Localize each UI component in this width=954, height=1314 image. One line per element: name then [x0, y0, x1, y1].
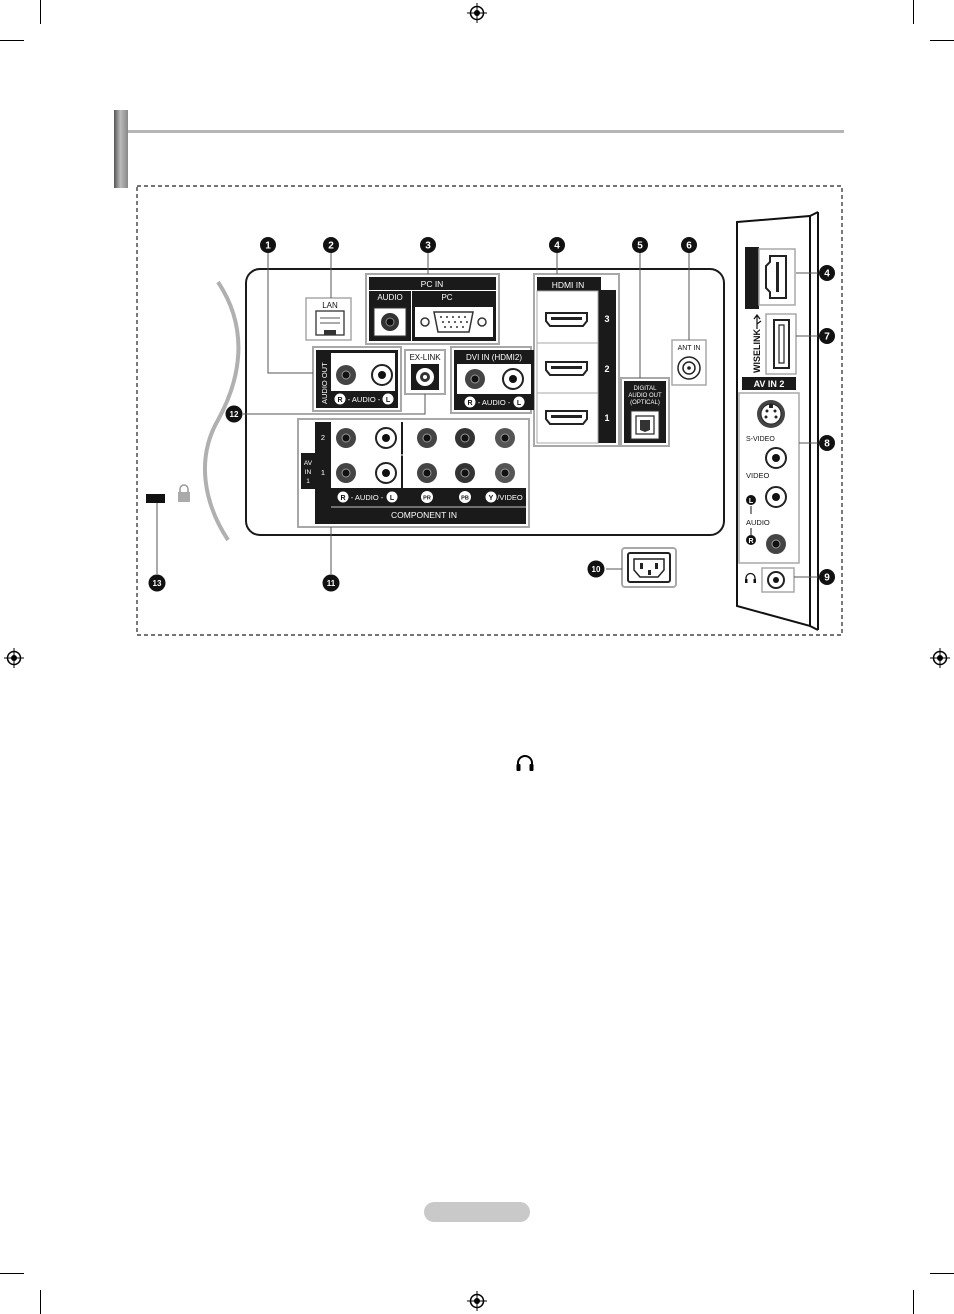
side-video-label: VIDEO — [746, 471, 770, 480]
svg-text:5: 5 — [637, 241, 643, 252]
optical-label-line2: AUDIO OUT — [628, 393, 662, 399]
audio-out-label: AUDIO OUT — [320, 362, 329, 404]
component-in-label: COMPONENT IN — [391, 510, 457, 520]
headphone-icon — [515, 754, 535, 772]
svg-text:9: 9 — [824, 573, 830, 584]
pc-label: PC — [441, 293, 452, 302]
av-audio-label: - AUDIO - — [351, 493, 384, 502]
svg-text:11: 11 — [327, 579, 336, 588]
callout-9: 9 — [819, 569, 835, 585]
pc-header — [412, 291, 496, 303]
pb-badge: PB — [461, 496, 469, 502]
svg-text:12: 12 — [230, 410, 239, 419]
ant-in-label: ANT IN — [678, 345, 701, 352]
callout-8: 8 — [819, 435, 835, 451]
y-badge: Y — [489, 495, 494, 502]
callout-1: 1 — [260, 237, 276, 253]
callout-3: 3 — [420, 237, 436, 253]
side-audio-label: AUDIO — [746, 518, 770, 527]
row-1-label: 1 — [321, 468, 325, 477]
crop-mark — [0, 1273, 24, 1274]
lan-label: LAN — [322, 301, 338, 310]
optical-label-line1: DIGITAL — [634, 386, 658, 392]
s-video-label: S-VIDEO — [746, 436, 775, 443]
callout-12: 12 — [226, 406, 243, 423]
optical-label-line3: (OPTICAL) — [630, 400, 660, 406]
video-label: /VIDEO — [497, 493, 523, 502]
callout-5: 5 — [632, 237, 648, 253]
dvi-in-label: DVI IN (HDMI2) — [466, 353, 522, 362]
side-r-badge: R — [748, 538, 753, 545]
dvi-in-audio-label: - AUDIO - — [478, 398, 511, 407]
callout-2: 2 — [323, 237, 339, 253]
hdmi-in-label: HDMI IN — [552, 280, 585, 290]
usb-icon — [754, 315, 761, 329]
callout-4: 4 — [549, 237, 565, 253]
pr-badge: PR — [423, 496, 431, 502]
wiselink-label: WISELINK — [752, 329, 762, 373]
side-l-badge: L — [749, 498, 754, 505]
av-in-2-label: AV IN 2 — [754, 379, 785, 389]
callout-11: 11 — [323, 575, 340, 592]
pc-in-label: PC IN — [421, 279, 444, 289]
svg-text:6: 6 — [686, 241, 692, 252]
audio-out-l-badge: L — [386, 397, 391, 404]
svg-text:4: 4 — [824, 269, 830, 280]
crop-mark — [930, 1273, 954, 1274]
av-in-1-label-in: IN — [305, 469, 312, 476]
svg-text:10: 10 — [592, 565, 601, 574]
crop-mark — [913, 1290, 914, 1314]
kensington-slot — [146, 494, 165, 503]
audio-out-r-badge: R — [337, 397, 342, 404]
lan-port-clip — [324, 330, 336, 335]
callout-4-side: 4 — [819, 265, 835, 281]
side-hdmi-tab — [745, 247, 759, 309]
dvi-in-l-badge: L — [517, 400, 522, 407]
hdmi-3-label: 3 — [604, 314, 609, 324]
dvi-in-r-badge: R — [467, 400, 472, 407]
svg-text:4: 4 — [554, 241, 560, 252]
registration-mark-icon — [467, 1291, 487, 1311]
audio-out-audio-label: - AUDIO - — [348, 395, 381, 404]
svg-text:13: 13 — [153, 579, 162, 588]
callout-13: 13 — [149, 575, 166, 592]
svg-text:8: 8 — [824, 439, 830, 450]
callout-10: 10 — [588, 561, 605, 578]
svg-text:7: 7 — [824, 332, 830, 343]
svg-text:3: 3 — [425, 241, 431, 252]
row-2-label: 2 — [321, 433, 325, 442]
av-l-badge: L — [390, 495, 395, 502]
svg-text:2: 2 — [328, 241, 334, 252]
svg-text:1: 1 — [265, 241, 271, 252]
hdmi-1-label: 1 — [604, 413, 609, 423]
connection-panel-diagram: LAN PC IN AUDIO PC HDMI IN 3 2 1 ANT IN … — [0, 0, 954, 700]
av-r-badge: R — [340, 495, 345, 502]
ex-link-label: EX-LINK — [409, 353, 441, 362]
headphone-icon — [745, 574, 756, 584]
hdmi-2-label: 2 — [604, 364, 609, 374]
callout-6: 6 — [681, 237, 697, 253]
pc-audio-label: AUDIO — [377, 293, 402, 302]
page-number-tab — [424, 1202, 530, 1222]
av-in-1-label-num: 1 — [306, 478, 310, 485]
callout-7: 7 — [819, 328, 835, 344]
crop-mark — [40, 1290, 41, 1314]
kensington-lock-icon — [178, 485, 190, 502]
av-in-1-label-av: AV — [304, 460, 313, 467]
